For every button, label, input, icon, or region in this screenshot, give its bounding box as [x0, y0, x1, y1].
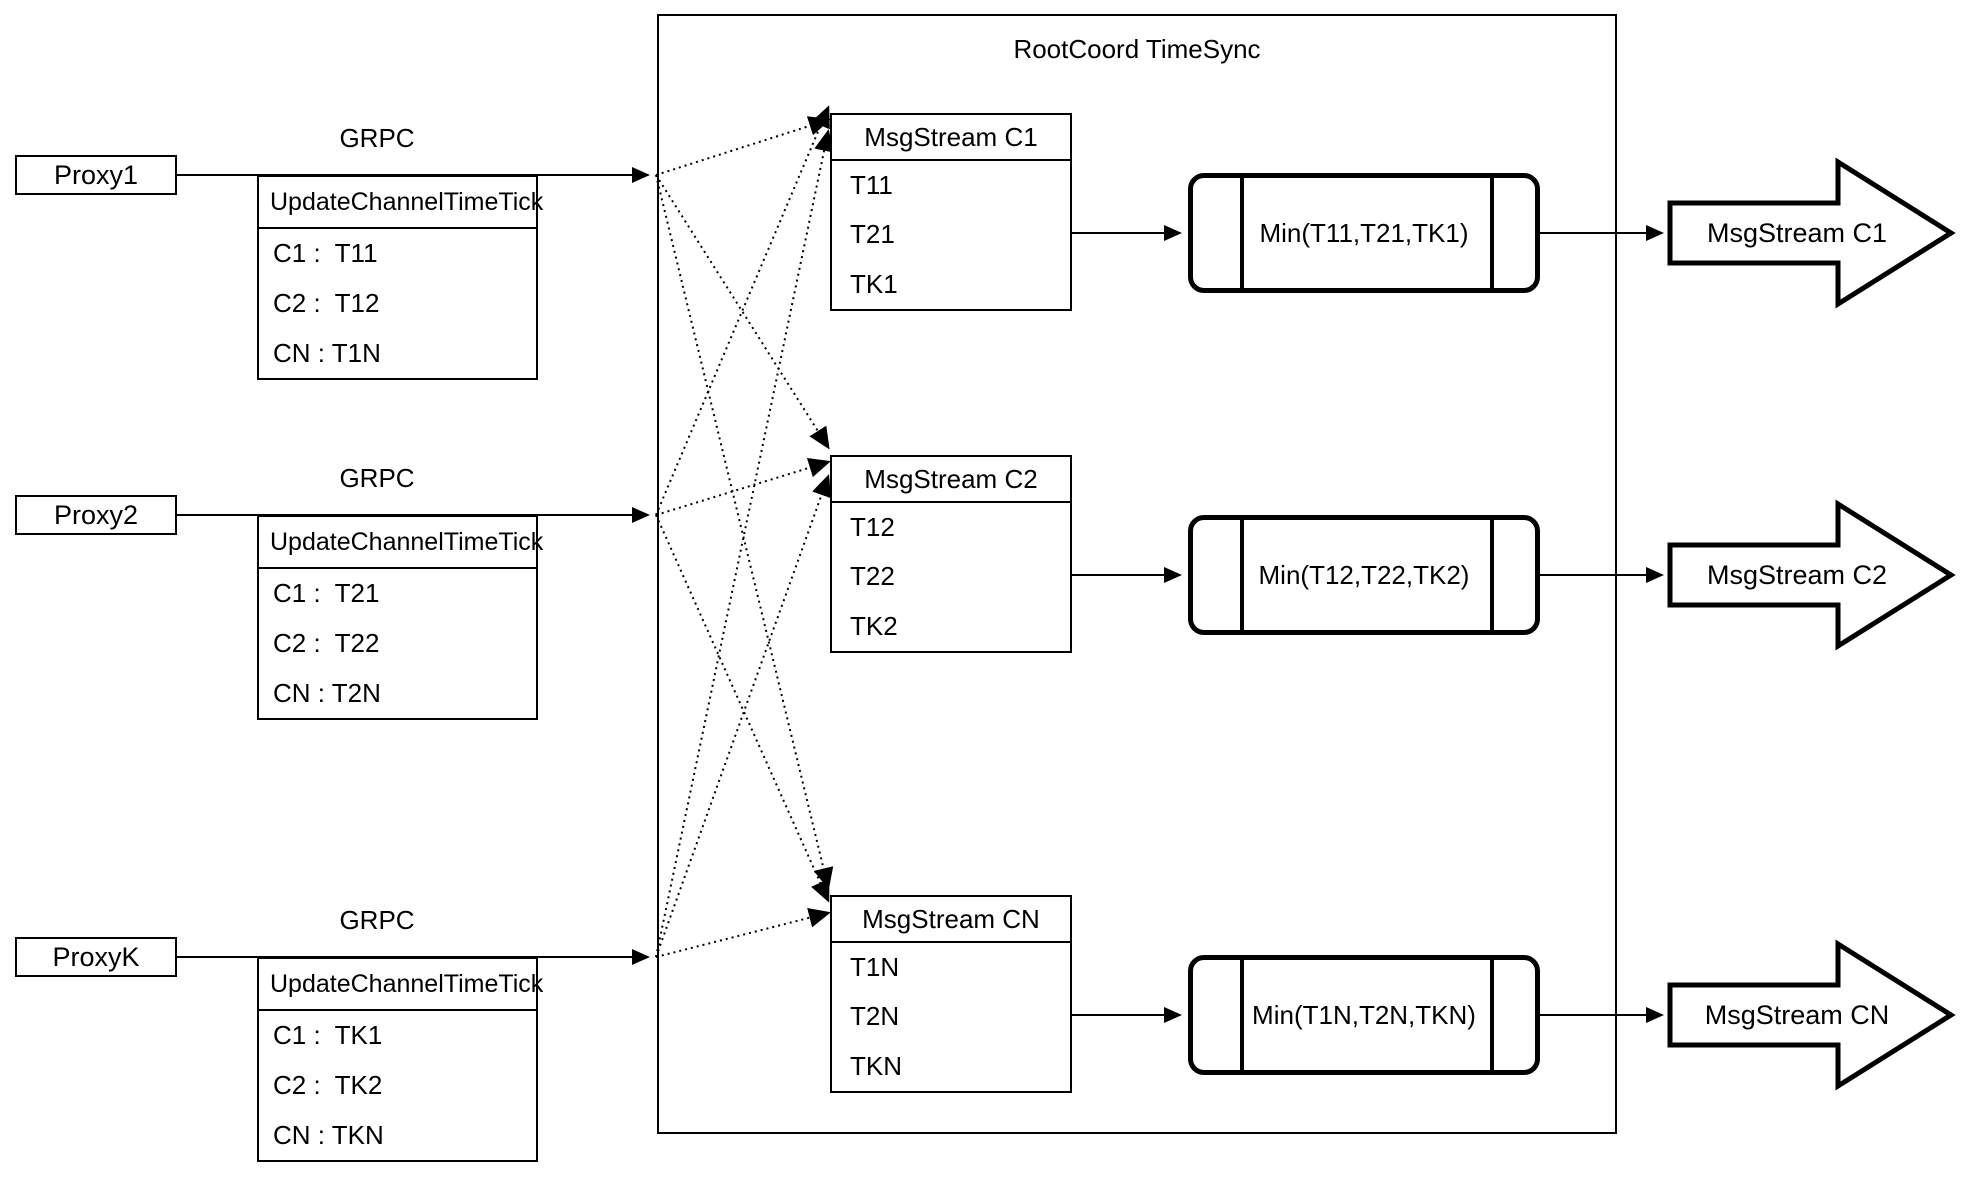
- table-row: T11: [850, 170, 893, 201]
- output-arrow-c2-label: MsgStream C2: [1706, 559, 1888, 590]
- fan-p2-c1: [655, 105, 830, 516]
- table-to-min-lines: [1072, 225, 1182, 1023]
- table-row: CN : T2N: [273, 677, 381, 708]
- table-row: T1N: [850, 952, 900, 983]
- msgstream-cn-table: MsgStream CN T1N T2N TKN: [830, 895, 1072, 1093]
- table-row: C2 : T22: [273, 628, 380, 658]
- output-arrow-shape-c1: [1667, 157, 1956, 309]
- proxy2-table-header: UpdateChannelTimeTick: [259, 517, 543, 569]
- table-row: C2 : TK2: [273, 1070, 383, 1100]
- fanout-dotted-lines: [655, 105, 834, 958]
- proxyk-table-header: UpdateChannelTimeTick: [259, 959, 543, 1011]
- fan-p1-c2: [655, 174, 830, 450]
- table-row: T2N: [850, 1001, 900, 1032]
- grpc-label-1: GRPC: [339, 122, 415, 153]
- output-arrow-cn-label: MsgStream CN: [1704, 999, 1890, 1030]
- proxy1-table-header: UpdateChannelTimeTick: [259, 177, 543, 229]
- output-arrow-shape-c2: [1667, 499, 1956, 651]
- fan-p1-cn: [655, 174, 834, 890]
- rootcoord-timesync-title: RootCoord TimeSync: [1013, 33, 1261, 64]
- min-node-right-rule: [1490, 520, 1494, 630]
- min-node-right-rule: [1490, 178, 1494, 288]
- min-node-cn-label: Min(T1N,T2N,TKN): [1252, 999, 1476, 1030]
- proxyk-timetick-table: UpdateChannelTimeTick C1 : TK1 C2 : TK2 …: [257, 957, 543, 1162]
- output-arrow-shape-cn: [1667, 939, 1956, 1091]
- proxy2-timetick-table: UpdateChannelTimeTick C1 : T21 C2 : T22 …: [257, 515, 543, 720]
- proxyk-box: ProxyK: [15, 937, 177, 977]
- table-row: CN : TKN: [273, 1119, 384, 1150]
- msgstream-c2-table: MsgStream C2 T12 T22 TK2: [830, 455, 1072, 653]
- min-node-left-rule: [1240, 520, 1244, 630]
- proxy1-timetick-table: UpdateChannelTimeTick C1 : T11 C2 : T12 …: [257, 175, 543, 380]
- table-row: T12: [850, 512, 895, 543]
- table-row: C1 : TK1: [273, 1020, 383, 1051]
- fan-p1-c1: [655, 116, 831, 176]
- msgstream-c2-header: MsgStream C2: [832, 457, 1070, 503]
- min-node-c1: Min(T11,T21,TK1): [1188, 173, 1540, 293]
- table-row: C1 : T21: [273, 578, 380, 609]
- min-node-c2-label: Min(T12,T22,TK2): [1258, 559, 1470, 590]
- min-node-left-rule: [1240, 178, 1244, 288]
- grpc-label-2: GRPC: [339, 462, 415, 493]
- grpc-label-3: GRPC: [339, 904, 415, 935]
- table-row: C2 : T12: [273, 288, 380, 318]
- table-row: T22: [850, 561, 895, 592]
- msgstream-c1-table: MsgStream C1 T11 T21 TK1: [830, 113, 1072, 311]
- table-row: TKN: [850, 1050, 902, 1081]
- proxy1-box: Proxy1: [15, 155, 177, 195]
- msgstream-cn-header: MsgStream CN: [832, 897, 1070, 943]
- fan-pk-cn: [655, 908, 831, 958]
- min-to-output-lines: [1540, 225, 1664, 1023]
- fan-pk-c2: [655, 474, 832, 958]
- min-node-right-rule: [1490, 960, 1494, 1070]
- fan-pk-c1: [655, 129, 834, 958]
- table-row: C1 : T11: [273, 238, 378, 269]
- proxy2-box: Proxy2: [15, 495, 177, 535]
- table-row: T21: [850, 219, 895, 250]
- min-node-cn: Min(T1N,T2N,TKN): [1188, 955, 1540, 1075]
- msgstream-c1-header: MsgStream C1: [832, 115, 1070, 161]
- fan-p2-cn: [655, 514, 830, 903]
- table-row: CN : T1N: [273, 337, 381, 368]
- min-node-c1-label: Min(T11,T21,TK1): [1259, 217, 1469, 248]
- table-row: TK1: [850, 268, 898, 299]
- output-block-arrows: [1667, 157, 1956, 1091]
- min-node-left-rule: [1240, 960, 1244, 1070]
- table-row: TK2: [850, 610, 898, 641]
- min-node-c2: Min(T12,T22,TK2): [1188, 515, 1540, 635]
- fan-p2-c2: [655, 458, 831, 516]
- output-arrow-c1-label: MsgStream C1: [1706, 217, 1888, 248]
